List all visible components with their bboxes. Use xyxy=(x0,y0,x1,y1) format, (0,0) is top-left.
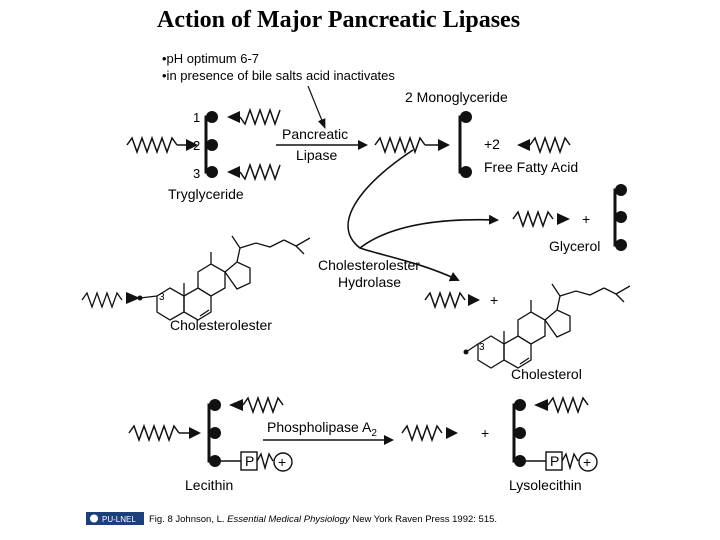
footer-badge-text: PU-LNEL xyxy=(102,515,136,524)
position-1-label: 1 xyxy=(193,110,200,125)
pancreatic-lipase-label-line2: Lipase xyxy=(296,147,337,163)
cholesterol-label: Cholesterol xyxy=(511,366,582,382)
note-bile-salts: •in presence of bile salts acid inactiva… xyxy=(162,68,395,83)
coefficient-two-label: +2 xyxy=(484,136,500,152)
cholesterolester-hydrolase-label-line1: Cholesterolester xyxy=(318,257,420,273)
position-2-label: 2 xyxy=(193,138,200,153)
glycerol-structure xyxy=(613,184,627,251)
lysolecithin-structure xyxy=(512,395,598,472)
phospholipase-a2-label: Phospholipase A2 xyxy=(267,419,377,439)
fatty-acid-structure-cholesterol-row xyxy=(424,290,480,310)
triglyceride-label: Tryglyceride xyxy=(168,186,244,202)
curved-arrow-to-glycerol xyxy=(359,214,499,249)
cholesterolester-structure xyxy=(81,235,311,321)
cholesterolester-hydrolase-label-line2: Hydrolase xyxy=(338,274,401,290)
free-fatty-acid-label: Free Fatty Acid xyxy=(484,159,578,175)
plus-sign-lysolecithin: + xyxy=(481,425,489,441)
curved-arrow-to-cholesterol xyxy=(347,149,460,282)
ring-position-3-label: 3 xyxy=(159,292,165,303)
slide-title: Action of Major Pancreatic Lipases xyxy=(157,7,520,33)
pancreatic-lipase-label-line1: Pancreatic xyxy=(282,126,348,142)
glycerol-label: Glycerol xyxy=(549,238,600,254)
ring-position-3-product-label: 3 xyxy=(479,342,485,353)
lysolecithin-label: Lysolecithin xyxy=(509,477,582,493)
free-fatty-acid-structure xyxy=(517,135,571,155)
footer-citation: Fig. 8 Johnson, L. Essential Medical Phy… xyxy=(149,514,497,525)
cholesterol-structure xyxy=(463,283,631,369)
position-3-label: 3 xyxy=(193,166,200,181)
plus-sign-cholesterol: + xyxy=(490,292,498,308)
monoglyceride-structure xyxy=(374,111,472,178)
triglyceride-structure xyxy=(126,107,281,182)
lecithin-label: Lecithin xyxy=(185,477,233,493)
lecithin-charge-symbol: + xyxy=(278,454,286,470)
fatty-acid-structure-lysolecithin-row xyxy=(401,423,458,443)
note-ph-optimum: •pH optimum 6-7 xyxy=(162,51,259,66)
footer-badge: PU-LNEL xyxy=(86,512,144,525)
fatty-acid-structure-glycerol-row xyxy=(512,209,570,229)
lecithin-structure xyxy=(128,395,293,472)
note-pointer-arrow xyxy=(307,85,326,129)
lysolecithin-charge-symbol: + xyxy=(583,454,591,470)
monoglyceride-label: 2 Monoglyceride xyxy=(405,89,508,105)
cholesterolester-label: Cholesterolester xyxy=(170,317,272,333)
lecithin-phosphate-symbol: P xyxy=(245,453,254,469)
plus-sign-glycerol: + xyxy=(582,211,590,227)
lysolecithin-phosphate-symbol: P xyxy=(550,453,559,469)
